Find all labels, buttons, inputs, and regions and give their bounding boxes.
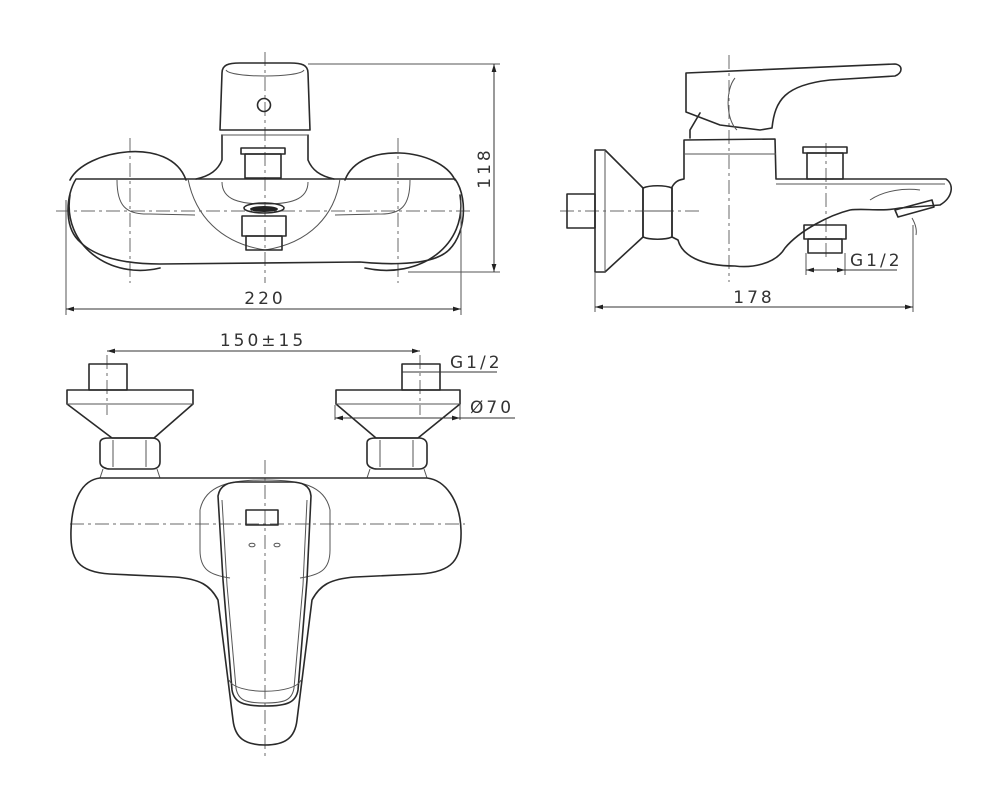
lever-handle — [217, 481, 312, 707]
dim-top-flange-diameter: Ø70 — [470, 398, 514, 418]
front-view: 118 220 — [56, 52, 500, 315]
left-flange — [68, 150, 187, 272]
dim-side-outlet-thread: G1/2 — [850, 251, 903, 271]
dim-top-center-distance: 150±15 — [220, 331, 306, 351]
dim-front-height: 118 — [475, 147, 495, 188]
indicator-hole — [256, 97, 272, 113]
lever-window — [245, 509, 279, 526]
lever-cap — [219, 62, 311, 131]
mixer-body — [67, 178, 465, 265]
side-view: G1/2 178 — [560, 55, 953, 312]
dim-front-width: 220 — [244, 289, 285, 309]
mixer-body-top — [70, 477, 462, 746]
right-flange — [344, 152, 462, 272]
top-view: 150±15 G1/2 Ø70 — [66, 331, 515, 760]
dim-top-inlet-thread: G1/2 — [450, 353, 503, 373]
dim-side-depth: 178 — [733, 288, 774, 308]
left-inlet — [66, 363, 194, 479]
right-inlet — [335, 363, 461, 479]
